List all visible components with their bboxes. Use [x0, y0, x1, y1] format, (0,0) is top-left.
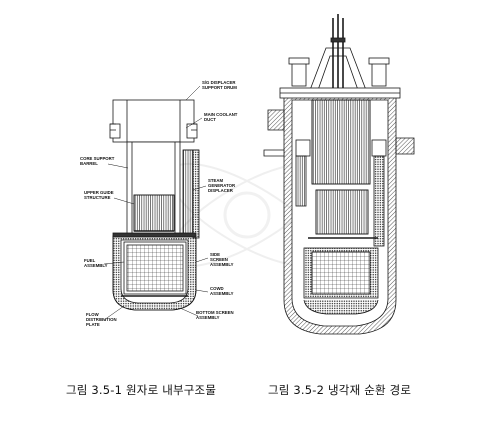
upper-internals [295, 99, 387, 247]
core-region [303, 189, 379, 315]
core-vessel [112, 232, 197, 311]
steam-generator-displacer [182, 149, 200, 239]
leader-lines [103, 85, 209, 321]
reactor-internals-drawing [103, 85, 209, 321]
control-rod-drives [309, 14, 367, 92]
upper-guide-structure [133, 194, 175, 232]
figure-caption-right: 그림 3.5-2 냉각재 순환 경로 [268, 383, 412, 397]
coolant-circulation-drawing [263, 14, 415, 335]
top-nozzles [288, 57, 390, 87]
figure-caption-left: 그림 3.5-1 원자로 내부구조물 [66, 383, 217, 397]
support-drum [109, 99, 198, 143]
